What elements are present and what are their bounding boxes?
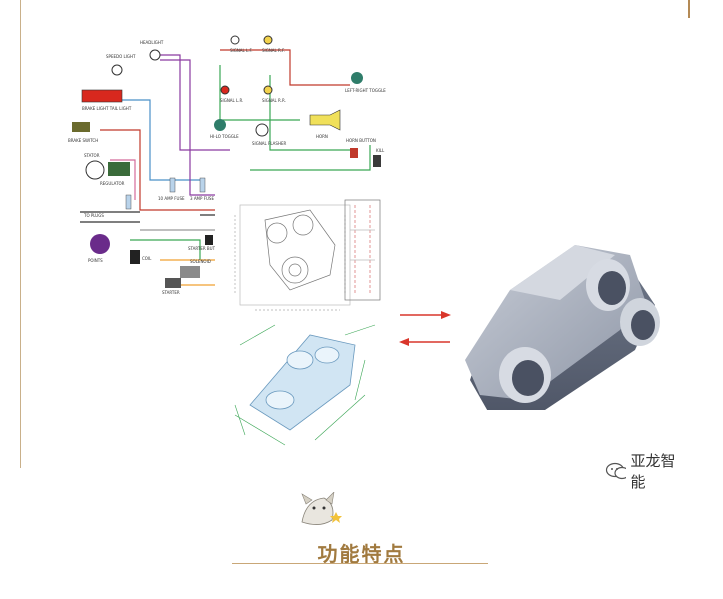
coil-icon	[130, 250, 140, 264]
hilo-toggle-icon	[214, 119, 226, 131]
label-kill: KILL	[376, 148, 385, 153]
right-vertical-rule	[688, 0, 690, 18]
horn-icon	[309, 109, 341, 131]
label-signal-rr: SIGNAL R.R.	[262, 98, 286, 103]
label-brake-tail-light: BRAKE LIGHT TAIL LIGHT	[82, 106, 132, 111]
regulator-icon	[108, 162, 130, 176]
label-left-right-toggle: LEFT-RIGHT TOGGLE	[345, 88, 386, 93]
stator-icon	[85, 160, 105, 180]
signal-lr-icon	[220, 85, 230, 95]
label-starter-button: STARTER BUTTON	[188, 246, 224, 251]
arrow-left-icon	[399, 338, 409, 346]
mascot-icon	[301, 492, 342, 525]
horn-button-icon	[350, 148, 358, 158]
engineering-drawing	[215, 185, 425, 450]
fuse-10-icon	[169, 177, 176, 193]
signal-flasher-icon	[255, 123, 269, 137]
label-stator: STATOR	[84, 153, 100, 158]
signal-rf-icon	[263, 35, 273, 45]
starter-icon	[165, 278, 181, 288]
label-horn-button: HORN BUTTON	[346, 138, 376, 143]
label-brake-switch: BRAKE SWITCH	[68, 138, 98, 143]
section-title: 功能特点	[317, 542, 406, 566]
3d-part-render	[465, 245, 660, 410]
fuse-3-icon	[199, 177, 206, 193]
label-coil: COIL	[142, 256, 152, 261]
label-fuse-3: 3 AMP FUSE	[190, 196, 214, 201]
label-starter: STARTER	[162, 290, 180, 295]
title-underline	[232, 563, 488, 564]
label-solenoid: SOLENOID	[190, 259, 211, 264]
article-figure: HEADLIGHT SPEEDO LIGHT BRAKE LIGHT TAIL …	[40, 30, 680, 491]
label-speedo-light: SPEEDO LIGHT	[106, 54, 136, 59]
left-right-toggle-icon	[351, 72, 363, 84]
headlight-icon	[149, 49, 161, 61]
label-signal-flasher: SIGNAL FLASHER	[252, 141, 286, 146]
star-icon	[330, 512, 342, 523]
left-vertical-rule	[20, 0, 21, 468]
label-headlight: HEADLIGHT	[140, 40, 164, 45]
label-to-plugs: TO PLUGS	[83, 213, 104, 218]
speedo-light-icon	[111, 64, 123, 76]
wechat-icon	[605, 462, 627, 480]
label-signal-lf: SIGNAL L.F.	[230, 48, 253, 53]
solenoid-icon	[180, 266, 200, 278]
wiring-schematic: HEADLIGHT SPEEDO LIGHT BRAKE LIGHT TAIL …	[68, 35, 400, 295]
points-icon	[90, 234, 110, 254]
signal-rr-icon	[263, 85, 273, 95]
arrow-right-icon	[441, 311, 451, 319]
watermark: 亚龙智能	[605, 450, 680, 492]
kill-switch-icon	[373, 155, 381, 167]
label-horn: HORN	[316, 134, 328, 139]
label-hilo-toggle: HI-LO TOGGLE	[210, 134, 239, 139]
label-signal-rf: SIGNAL R.F.	[262, 48, 285, 53]
watermark-text: 亚龙智能	[630, 452, 676, 491]
brake-switch-icon	[72, 122, 90, 132]
signal-lf-icon	[230, 35, 240, 45]
label-regulator: REGULATOR	[100, 181, 125, 186]
brake-light-icon	[81, 89, 123, 103]
fuse-aux-icon	[125, 194, 132, 210]
label-fuse-10: 10 AMP FUSE	[158, 196, 185, 201]
conversion-arrows	[399, 311, 451, 346]
starter-button-icon	[205, 235, 213, 245]
label-signal-lr: SIGNAL L.R.	[220, 98, 243, 103]
label-points: POINTS	[88, 258, 103, 263]
